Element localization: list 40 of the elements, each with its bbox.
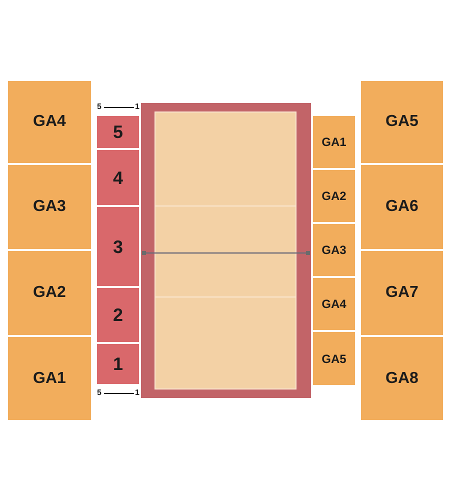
seating-section (313, 332, 355, 385)
row-number: 5 (97, 103, 102, 111)
row-number: 1 (135, 389, 140, 397)
seating-section (8, 165, 91, 249)
seating-section (313, 170, 355, 222)
section-label: GA5 (322, 352, 346, 364)
section-label: GA3 (322, 244, 346, 256)
section-label: GA8 (386, 370, 418, 386)
seating-section (8, 251, 91, 335)
seating-section (361, 251, 443, 335)
seating-section (361, 165, 443, 249)
seating-section (97, 150, 139, 205)
section-label: GA1 (33, 370, 66, 386)
seating-section (313, 278, 355, 330)
section-label: GA3 (33, 199, 66, 215)
section-label: GA2 (322, 190, 346, 202)
seating-section (8, 81, 91, 163)
section-label: 4 (112, 168, 123, 186)
seating-section (313, 116, 355, 168)
section-label: 3 (112, 238, 123, 256)
section-label: GA6 (386, 199, 418, 215)
seating-section (97, 116, 139, 148)
seating-section (313, 224, 355, 276)
section-label: GA7 (386, 285, 418, 301)
seating-section (361, 337, 443, 420)
row-number: 1 (135, 103, 140, 111)
section-label: GA2 (33, 285, 66, 301)
section-label: GA5 (386, 114, 418, 130)
seating-section (8, 337, 91, 420)
seating-section (97, 344, 139, 384)
section-label: GA4 (33, 114, 66, 130)
section-label: 2 (112, 306, 123, 324)
seating-section (97, 288, 139, 342)
seating-section (97, 207, 139, 286)
section-label: 1 (112, 355, 123, 373)
section-label: GA4 (322, 298, 346, 310)
row-number: 5 (97, 389, 102, 397)
section-label: 5 (112, 123, 123, 141)
seating-section (361, 81, 443, 163)
section-label: GA1 (322, 136, 346, 148)
